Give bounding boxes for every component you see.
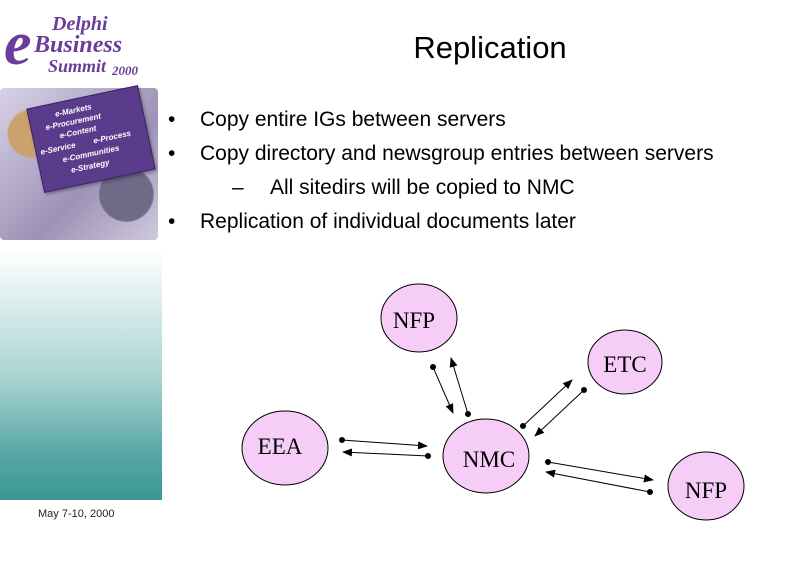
node-nfp-bottom: NFP [667,451,745,521]
sub-bullet-text: All sitedirs will be copied to NMC [270,176,575,199]
logo-line2: Business [33,32,122,58]
node-label: ETC [603,352,646,377]
bullet-text: Copy directory and newsgroup entries bet… [200,142,714,165]
logo-year: 2000 [111,63,139,76]
bullet-marker: • [168,108,176,131]
node-etc: ETC [587,329,663,395]
link-etc-nmc [520,379,587,437]
node-label: NFP [393,308,435,333]
node-label: EEA [258,434,303,459]
link-eea-nmc [339,437,431,459]
delphi-ebusiness-summit-logo: e Delphi Business Summit 2000 [4,10,139,76]
slide-title: Replication [413,30,567,65]
node-nfp-top: NFP [380,283,458,353]
bullet-marker: • [168,210,176,233]
bullet-marker: • [168,142,176,165]
link-nmc-nfp-bottom [545,459,654,495]
node-eea: EEA [241,410,329,486]
logo-line1: Delphi [51,13,108,35]
node-label: NMC [463,447,515,472]
link-nfp-top-nmc [430,357,471,417]
bullet-text: Replication of individual documents late… [200,210,576,233]
node-nmc: NMC [442,418,530,494]
footer-date: May 7-10, 2000 [38,508,115,520]
node-label: NFP [685,478,727,503]
logo-initial: e [4,10,32,76]
sub-bullet-marker: – [232,176,244,199]
sidebar-branding: e Delphi Business Summit 2000 e-Markets … [0,0,162,500]
logo-line3: Summit [48,56,107,76]
bullet-text: Copy entire IGs between servers [200,108,506,131]
